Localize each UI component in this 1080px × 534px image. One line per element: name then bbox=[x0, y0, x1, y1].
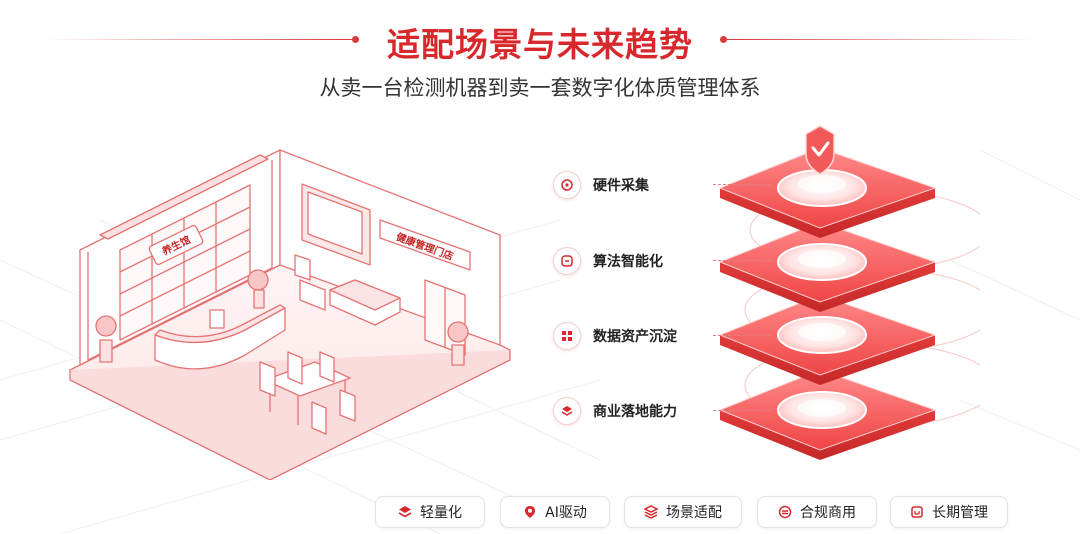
feature-label: 数据资产沉淀 bbox=[593, 329, 677, 345]
tag-scene-adapt: 场景适配 bbox=[624, 496, 742, 528]
calendar-icon bbox=[910, 505, 924, 519]
feature-label: 硬件采集 bbox=[593, 178, 649, 194]
tag-label: 合规商用 bbox=[800, 505, 856, 521]
shield-check-icon bbox=[805, 125, 835, 175]
layer-commercial bbox=[718, 369, 937, 460]
algorithm-icon bbox=[553, 247, 581, 275]
layer-stack-illustration bbox=[718, 125, 980, 460]
layers-icon bbox=[398, 505, 412, 519]
header: 适配场景与未来趋势 bbox=[0, 14, 1080, 64]
store-illustration: 养生馆 健康管理门店 bbox=[69, 149, 511, 480]
chip-icon bbox=[553, 171, 581, 199]
tag-label: AI驱动 bbox=[545, 505, 587, 521]
layers-icon bbox=[553, 397, 581, 425]
connector-line bbox=[713, 260, 771, 261]
feature-item-algorithm: 算法智能化 bbox=[553, 247, 771, 275]
connector-line bbox=[713, 335, 771, 336]
tag-long-term: 长期管理 bbox=[890, 496, 1008, 528]
location-pin-icon bbox=[523, 505, 537, 519]
feature-label: 商业落地能力 bbox=[593, 404, 677, 420]
tag-ai-driven: AI驱动 bbox=[500, 496, 610, 528]
connector-line bbox=[713, 184, 771, 185]
tag-compliant: 合规商用 bbox=[757, 496, 877, 528]
tag-label: 轻量化 bbox=[420, 505, 462, 521]
feature-label: 算法智能化 bbox=[593, 254, 663, 270]
layer-algorithm bbox=[718, 221, 937, 312]
page-subtitle: 从卖一台检测机器到卖一套数字化体质管理体系 bbox=[319, 76, 761, 100]
stack-icon bbox=[644, 505, 658, 519]
tag-row: 轻量化 AI驱动 场景适配 合规商用 长期管理 bbox=[0, 496, 1080, 528]
title-dot-left bbox=[352, 36, 359, 43]
feature-item-hardware: 硬件采集 bbox=[553, 171, 771, 199]
tag-label: 场景适配 bbox=[666, 505, 722, 521]
page-title: 适配场景与未来趋势 bbox=[387, 25, 693, 64]
grid-icon bbox=[553, 322, 581, 350]
tag-label: 长期管理 bbox=[932, 505, 988, 521]
shield-icon bbox=[778, 505, 792, 519]
title-divider-right bbox=[724, 39, 1036, 40]
connector-line bbox=[713, 410, 771, 411]
feature-item-data: 数据资产沉淀 bbox=[553, 322, 771, 350]
title-dot-right bbox=[720, 36, 727, 43]
layer-hardware bbox=[718, 147, 937, 238]
feature-item-commercial: 商业落地能力 bbox=[553, 397, 771, 425]
title-divider-left bbox=[44, 39, 356, 40]
layer-data bbox=[718, 294, 937, 385]
tag-lightweight: 轻量化 bbox=[375, 496, 485, 528]
